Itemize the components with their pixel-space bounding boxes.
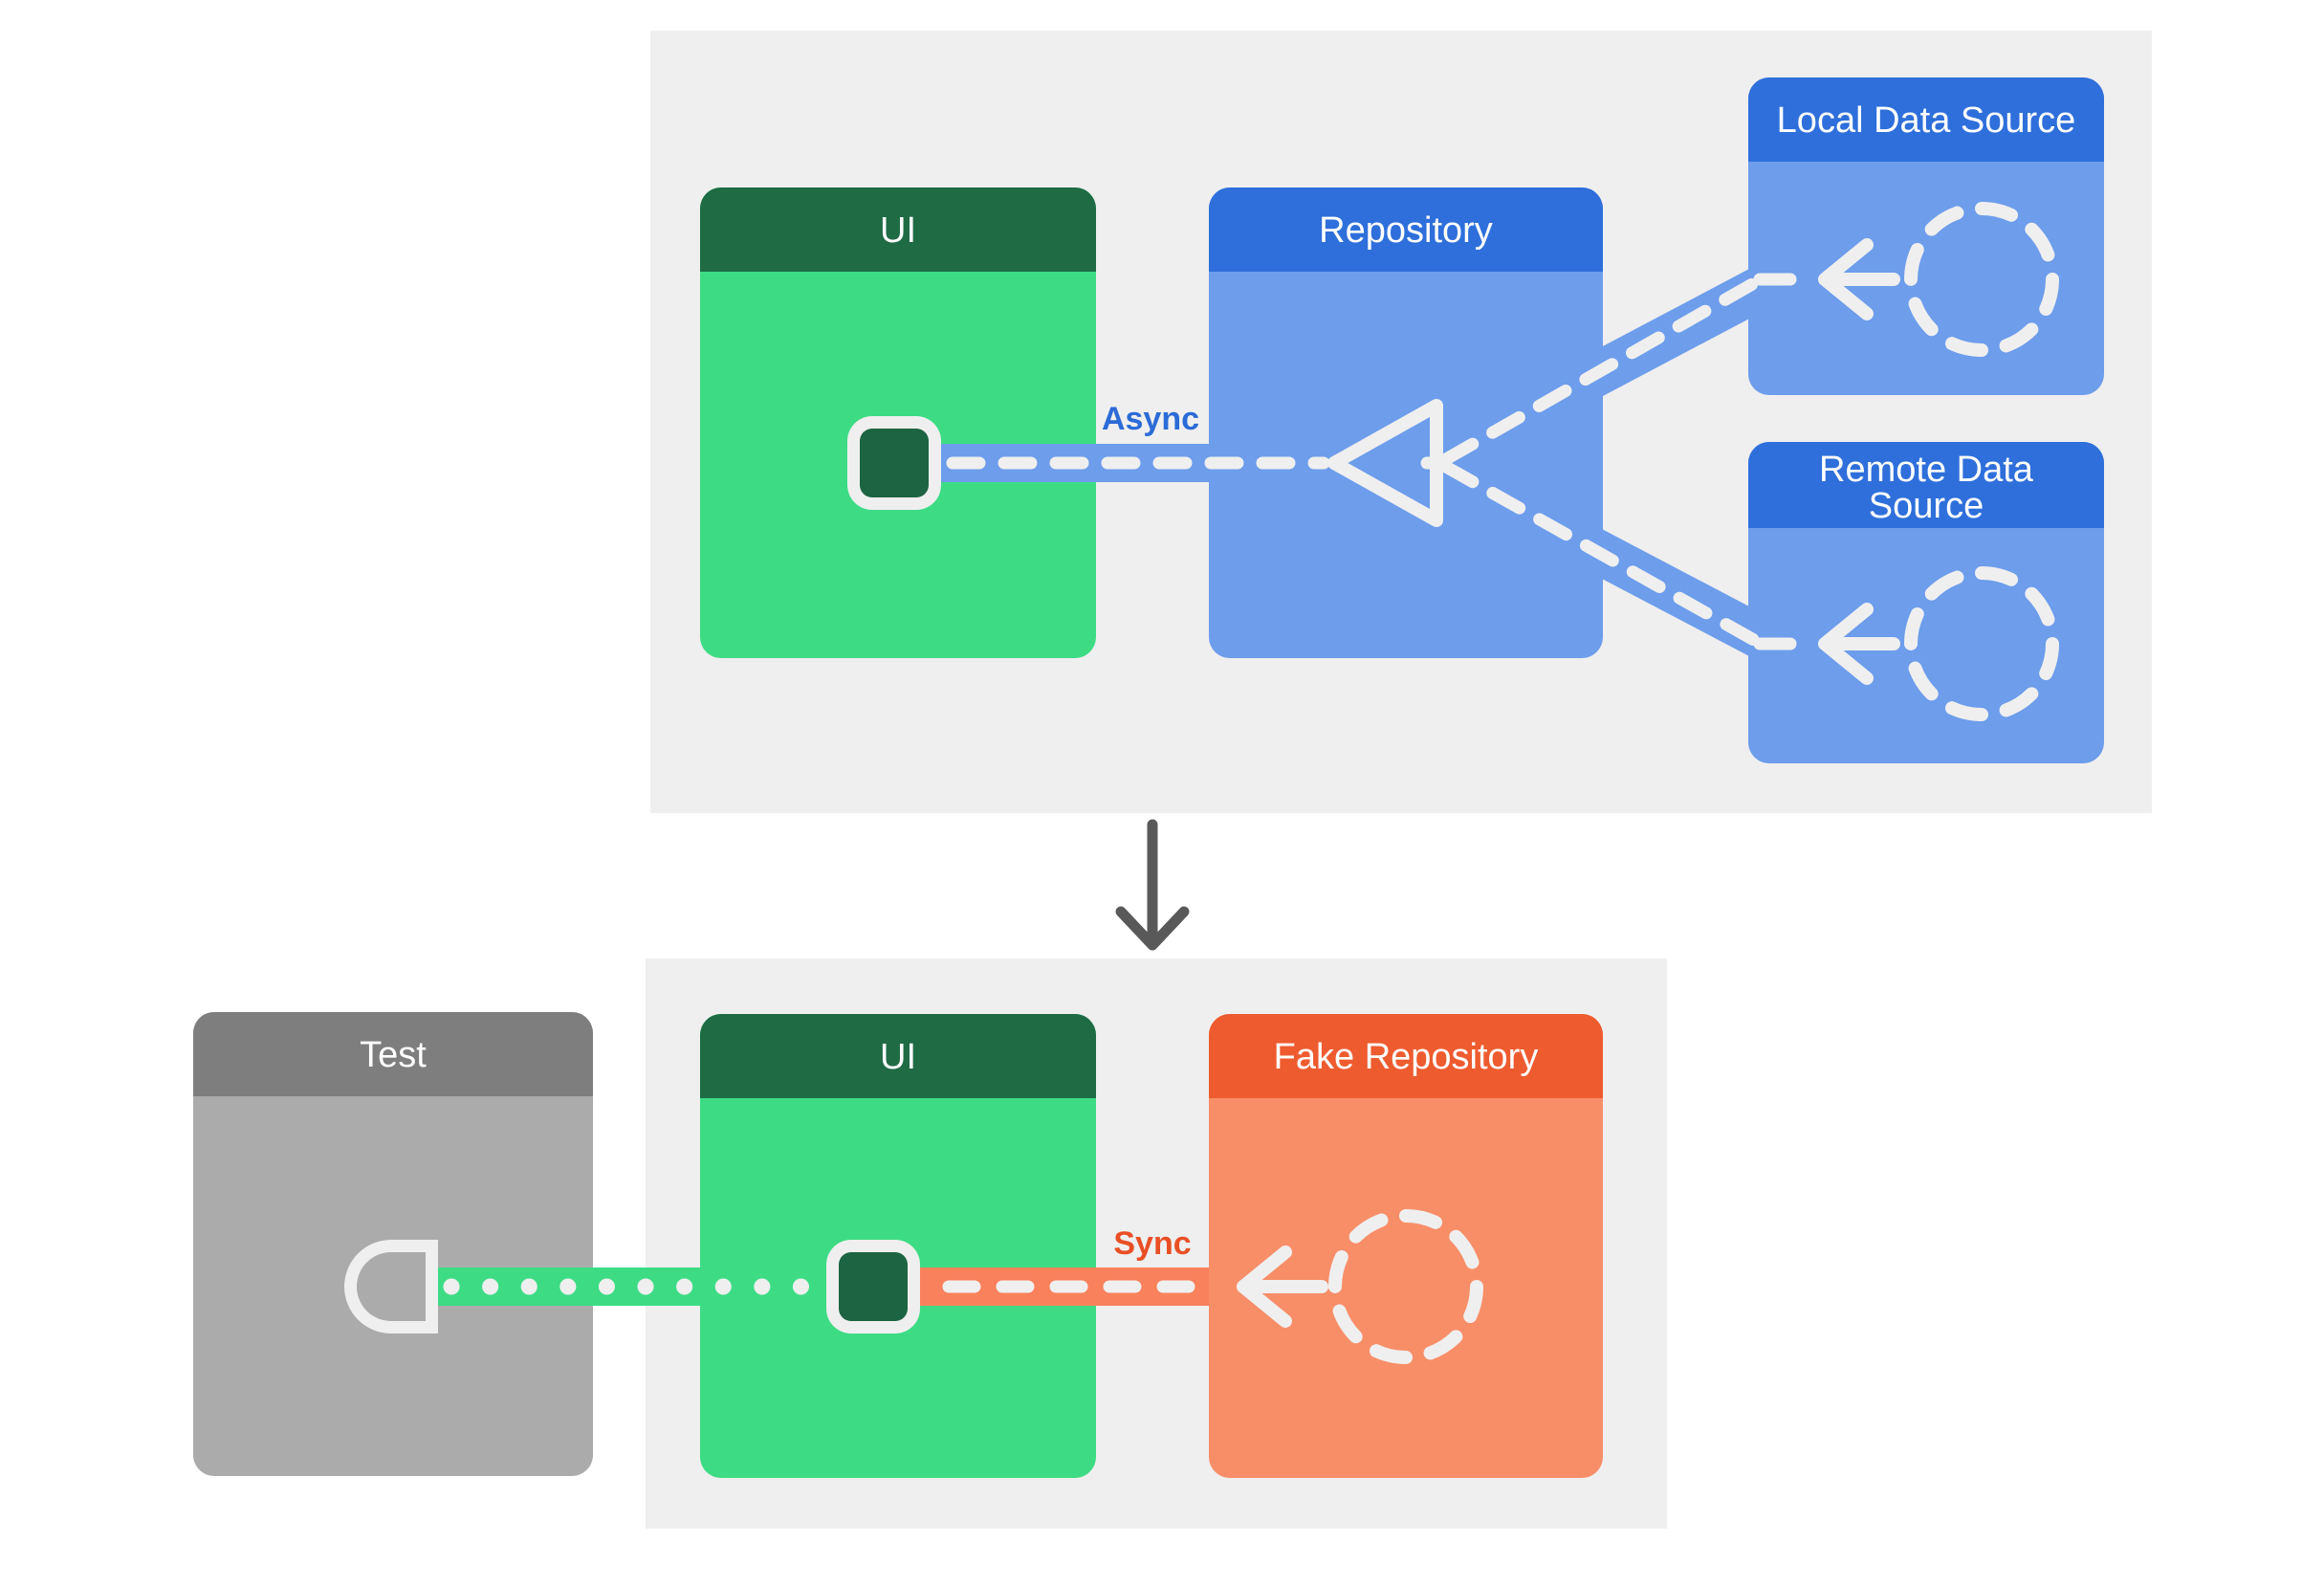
async-label: Async bbox=[1102, 401, 1199, 437]
remote-dashed-circle-icon bbox=[1904, 566, 2059, 721]
remote-data-source-box: Remote Data Source bbox=[1748, 442, 2104, 763]
ui-test-box-header bbox=[700, 1014, 1096, 1119]
down-arrow-icon bbox=[1115, 819, 1190, 951]
repository-box-header-patch bbox=[1209, 272, 1603, 314]
fake-repository-header-patch bbox=[1209, 1098, 1603, 1140]
remote-data-source-header-patch bbox=[1748, 528, 2104, 570]
ui-box-header-patch bbox=[700, 272, 1096, 314]
ui-test-box-title: UI bbox=[880, 1037, 916, 1077]
remote-data-source-title-line1: Remote Data bbox=[1819, 450, 2034, 490]
ui-box-title: UI bbox=[880, 210, 916, 251]
test-box-header-patch bbox=[193, 1096, 593, 1138]
ui-state-chip-icon bbox=[847, 416, 941, 510]
local-data-source-header bbox=[1748, 77, 2104, 183]
remote-left-arrow-icon bbox=[1818, 603, 1900, 685]
fake-repository-left-arrow-icon bbox=[1237, 1245, 1328, 1328]
test-box-header bbox=[193, 1012, 593, 1117]
local-dashed-circle-icon bbox=[1904, 202, 2059, 357]
observer-triangle-icon bbox=[1327, 399, 1443, 527]
fake-repository-box: Fake Repository bbox=[1209, 1014, 1603, 1478]
repository-to-remote-dashes bbox=[1439, 460, 1761, 647]
local-data-source-title: Local Data Source bbox=[1777, 100, 2076, 141]
fake-repository-header bbox=[1209, 1014, 1603, 1119]
local-data-source-header-patch bbox=[1748, 162, 2104, 204]
repository-box-header bbox=[1209, 187, 1603, 293]
ui-box-header bbox=[700, 187, 1096, 293]
local-left-arrow-icon bbox=[1818, 238, 1900, 320]
repository-box-title: Repository bbox=[1319, 210, 1493, 251]
ui-test-state-chip-icon bbox=[826, 1240, 920, 1334]
remote-data-source-header bbox=[1748, 442, 2104, 549]
fake-repository-title: Fake Repository bbox=[1274, 1037, 1539, 1077]
test-box-title: Test bbox=[360, 1035, 427, 1075]
remote-data-source-title-line2: Source bbox=[1869, 486, 1984, 526]
local-data-source-box: Local Data Source bbox=[1748, 77, 2104, 395]
repository-to-local-dashes bbox=[1439, 276, 1761, 466]
fake-repository-dashed-circle-icon bbox=[1328, 1209, 1483, 1364]
ui-test-box-header-patch bbox=[700, 1098, 1096, 1140]
sync-label: Sync bbox=[1113, 1225, 1191, 1262]
test-socket-icon bbox=[344, 1240, 438, 1334]
